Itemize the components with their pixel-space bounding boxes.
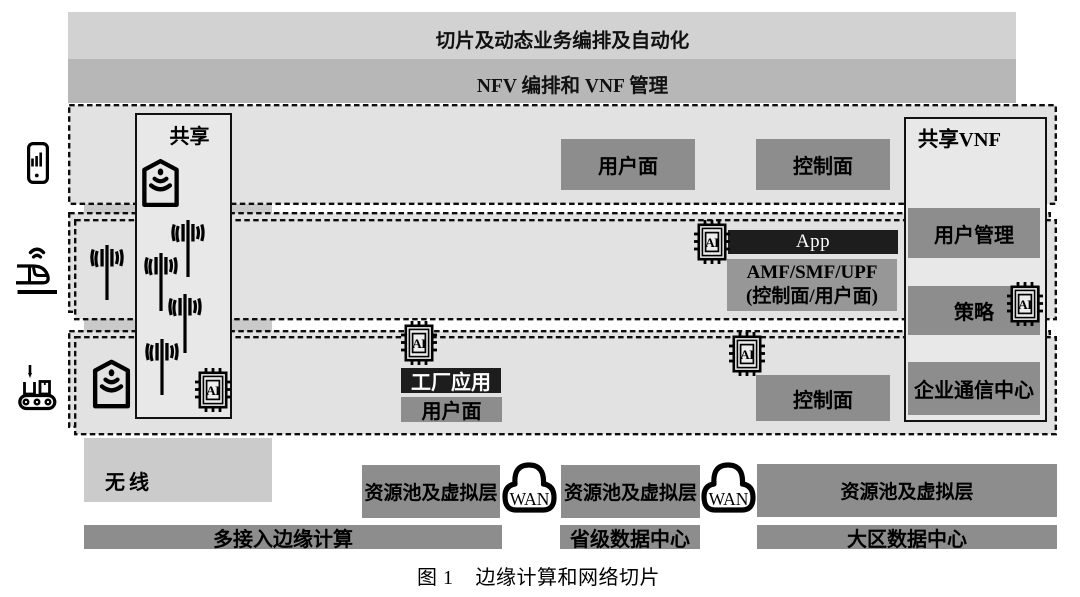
svg-text:AI: AI (412, 336, 426, 351)
svg-text:AI: AI (740, 347, 754, 362)
svg-text:WAN: WAN (510, 489, 550, 509)
svg-text:WAN: WAN (709, 489, 749, 509)
svg-text:AI: AI (206, 383, 220, 398)
svg-text:AI: AI (1018, 297, 1032, 312)
svg-text:AI: AI (705, 235, 719, 250)
